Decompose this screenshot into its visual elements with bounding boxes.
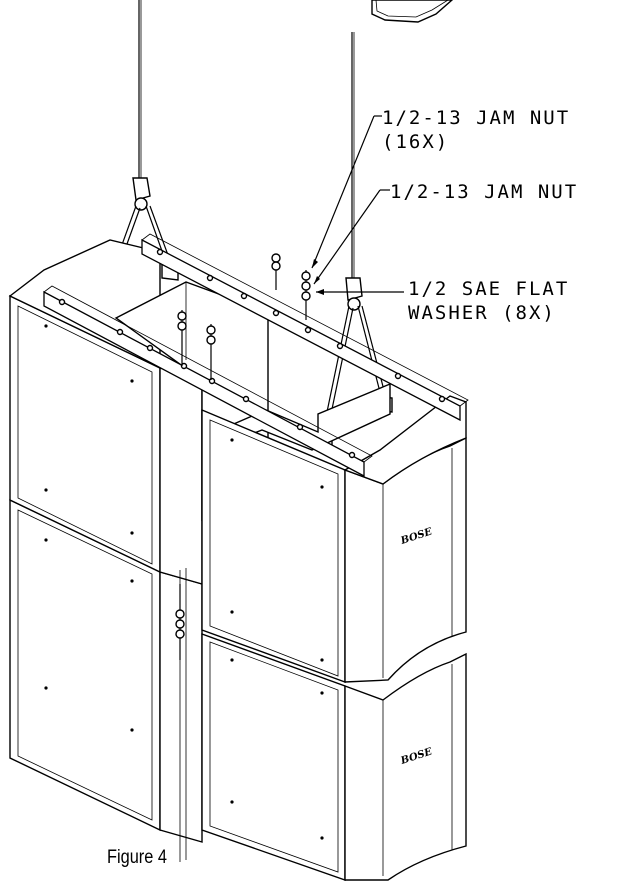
jam-nut-label: 1/2-13 JAM NUT (390, 181, 579, 203)
mounting-bars (43, 233, 469, 478)
right-suspension-rigging (315, 32, 393, 449)
lower-right-cabinet: BOSE (201, 633, 467, 881)
flat-washer-label: 1/2 SAE FLAT (408, 278, 570, 300)
leader-lines (311, 115, 404, 295)
flat-washer-quantity: WASHER (8X) (408, 302, 556, 324)
upper-right-cabinet: BOSE (201, 395, 467, 683)
lower-left-cabinet (9, 498, 203, 843)
jam-nut-16x-quantity: (16X) (382, 131, 450, 153)
figure-caption: Figure 4 (107, 847, 167, 868)
upper-cabinet-fragment (371, 0, 454, 23)
hardware-stacks (175, 253, 311, 660)
jam-nut-16x-label: 1/2-13 JAM NUT (382, 107, 571, 129)
